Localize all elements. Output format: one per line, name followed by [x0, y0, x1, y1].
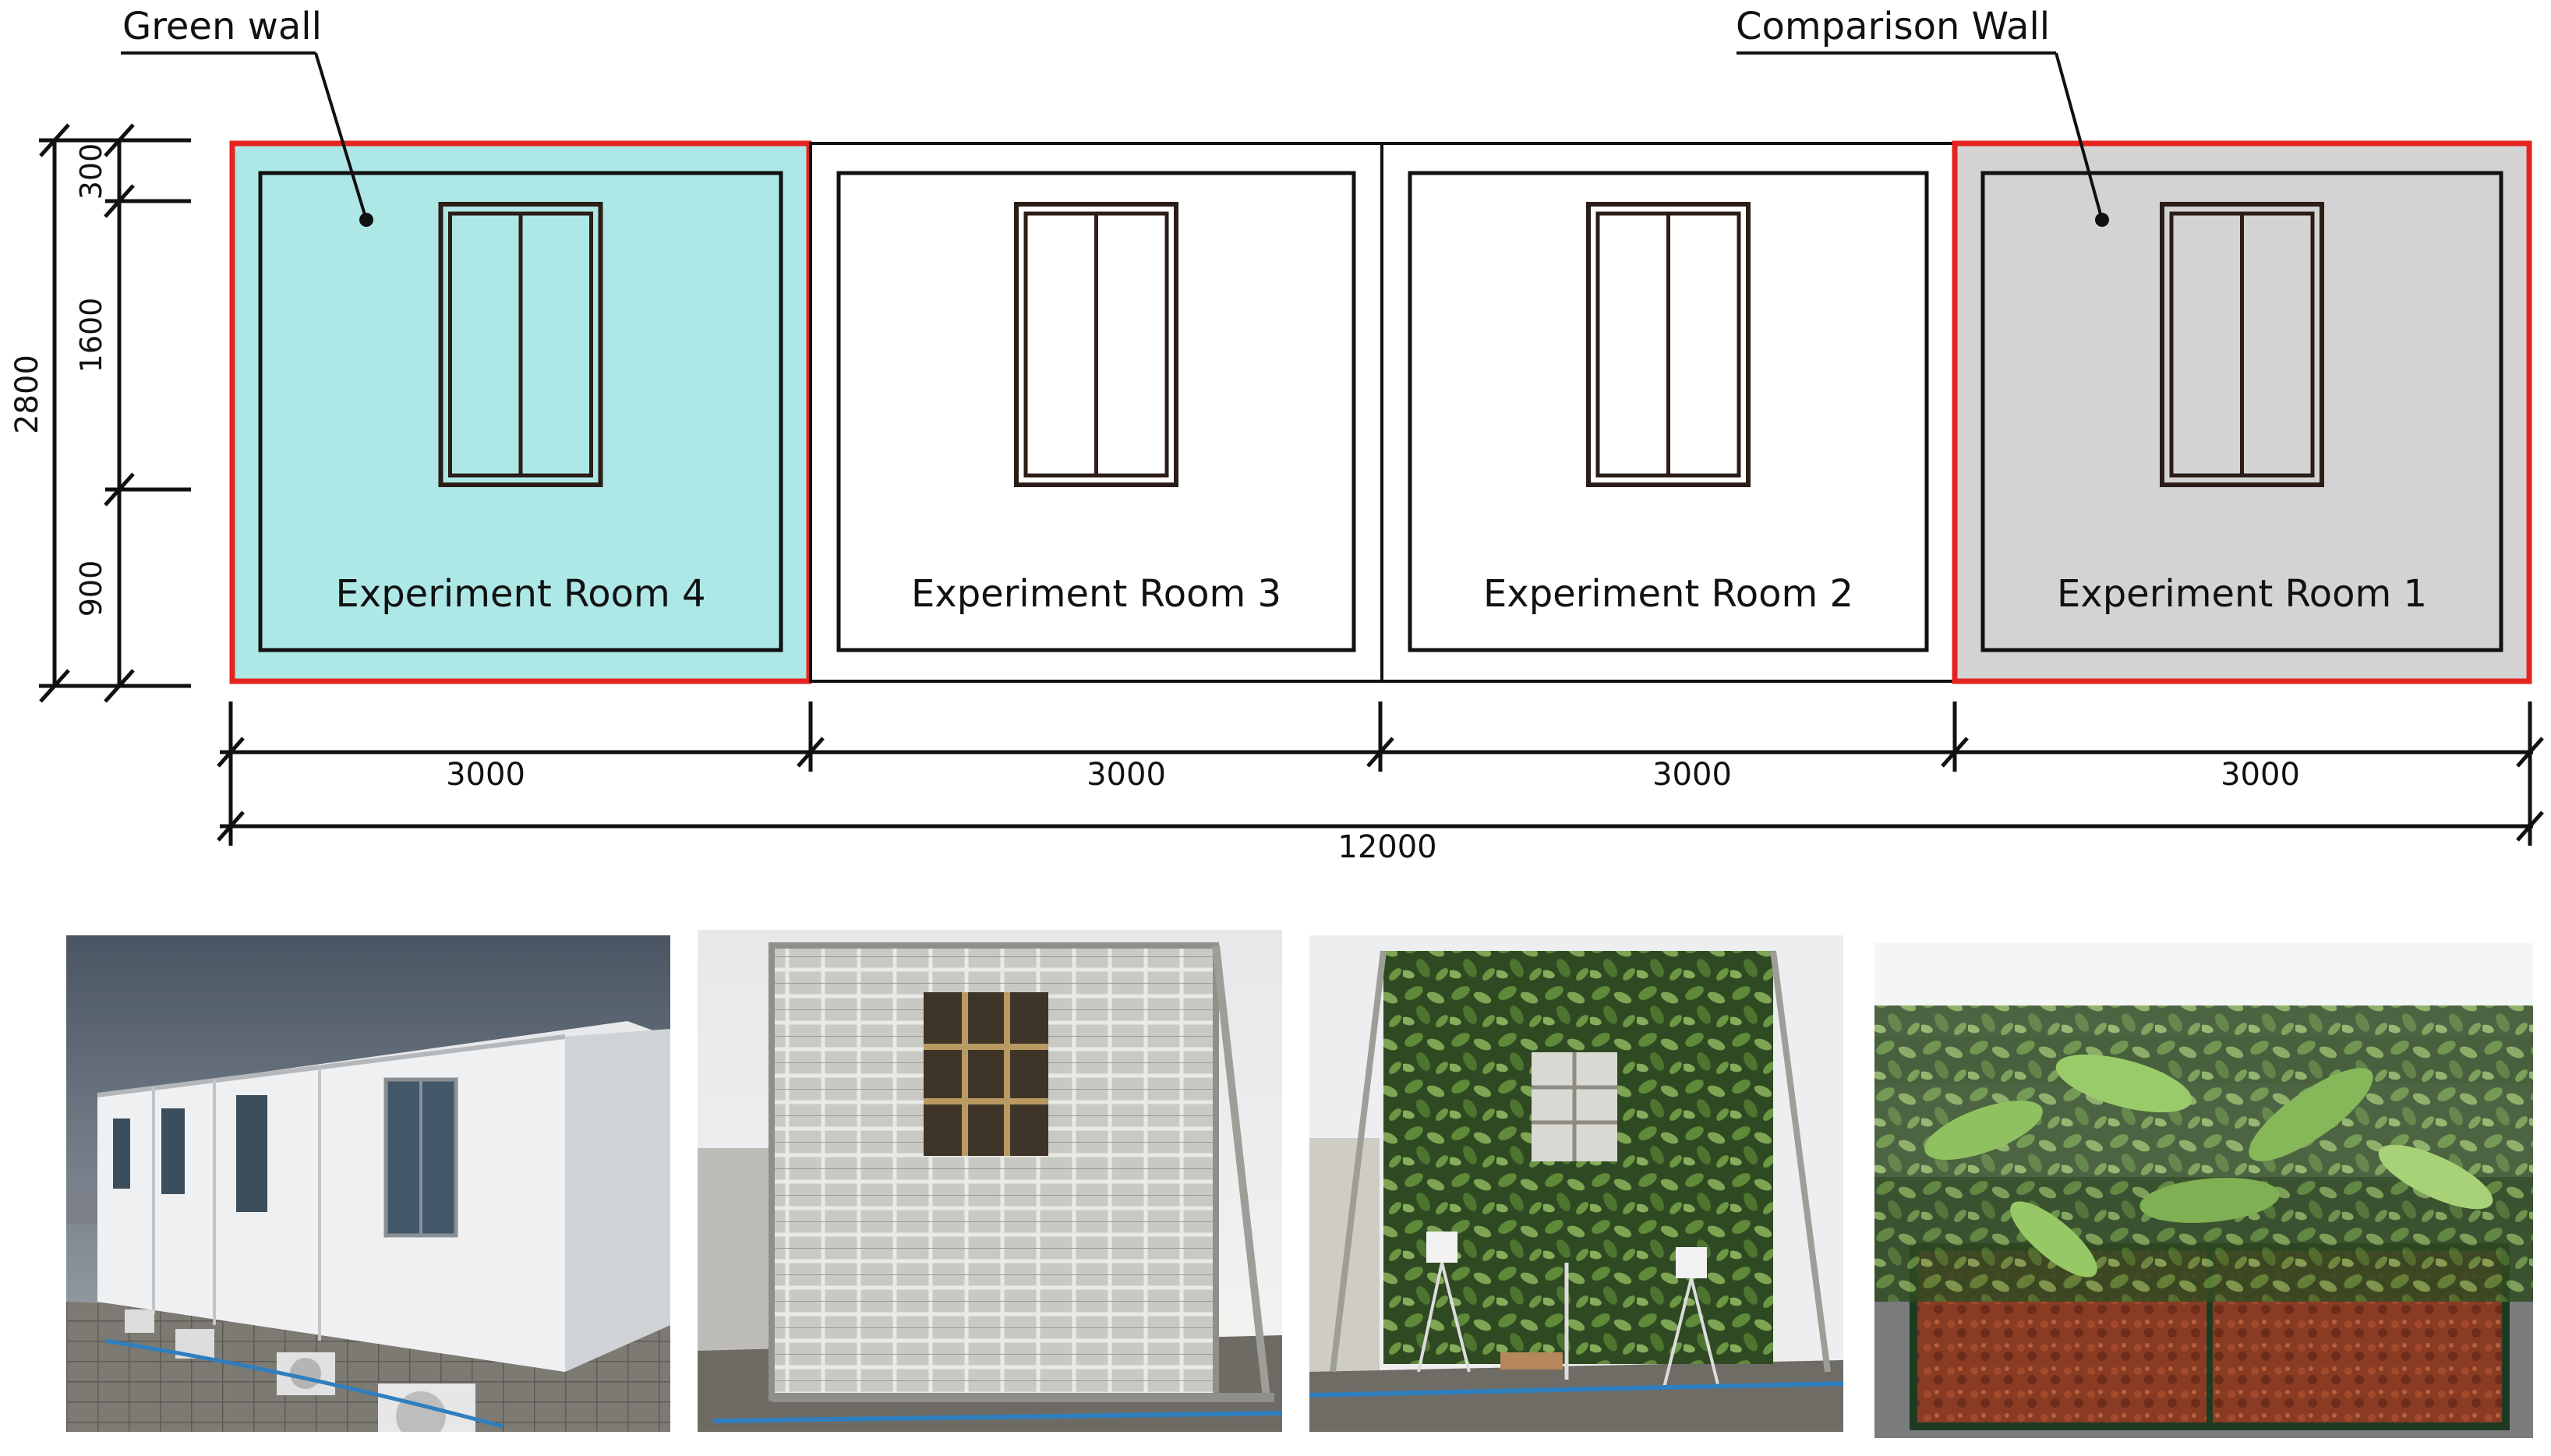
dim-3000-room4: 3000 — [446, 757, 525, 793]
room-inner-wall-4 — [1980, 171, 2503, 652]
dim-total-12000: 12000 — [1337, 829, 1436, 865]
vertical-dimensions — [39, 123, 191, 703]
comparison-wall-label: Comparison Wall — [1736, 5, 2050, 48]
green-wall-label: Green wall — [122, 5, 322, 48]
photo-wall-frame — [698, 930, 1282, 1432]
room-inner-wall-3 — [1408, 171, 1929, 652]
room-inner-wall-1 — [258, 171, 783, 652]
dim-300: 300 — [74, 143, 108, 200]
room-label-2: Experiment Room 3 — [911, 572, 1281, 616]
room-inner-wall-2 — [836, 171, 1356, 652]
room-label-3: Experiment Room 2 — [1483, 572, 1853, 616]
rooms-group: Experiment Room 4 Experiment Room 3 Experi… — [229, 140, 2532, 684]
dim-900: 900 — [74, 560, 108, 617]
dim-1600: 1600 — [74, 298, 108, 373]
dim-3000-room3: 3000 — [1086, 757, 1166, 793]
horizontal-dimensions — [217, 701, 2544, 846]
photo-planter-closeup — [1874, 943, 2533, 1438]
green-wall-annotation: Green wall — [121, 5, 373, 227]
room-label-4: Experiment Room 1 — [2057, 572, 2427, 616]
room-label-1: Experiment Room 4 — [335, 572, 705, 616]
photo-container-rooms — [66, 935, 670, 1432]
window-frame-2 — [1014, 202, 1178, 487]
dim-3000-room1: 3000 — [2221, 757, 2300, 793]
window-frame-3 — [1586, 202, 1751, 487]
photo-green-wall — [1309, 935, 1843, 1432]
comparison-wall-annotation: Comparison Wall — [1736, 5, 2109, 227]
dim-3000-room2: 3000 — [1652, 757, 1732, 793]
window-frame-4 — [2160, 202, 2324, 487]
room-highlight-border-4 — [1952, 140, 2532, 684]
window-frame-1 — [438, 202, 603, 487]
dim-total-2800: 2800 — [9, 355, 45, 434]
